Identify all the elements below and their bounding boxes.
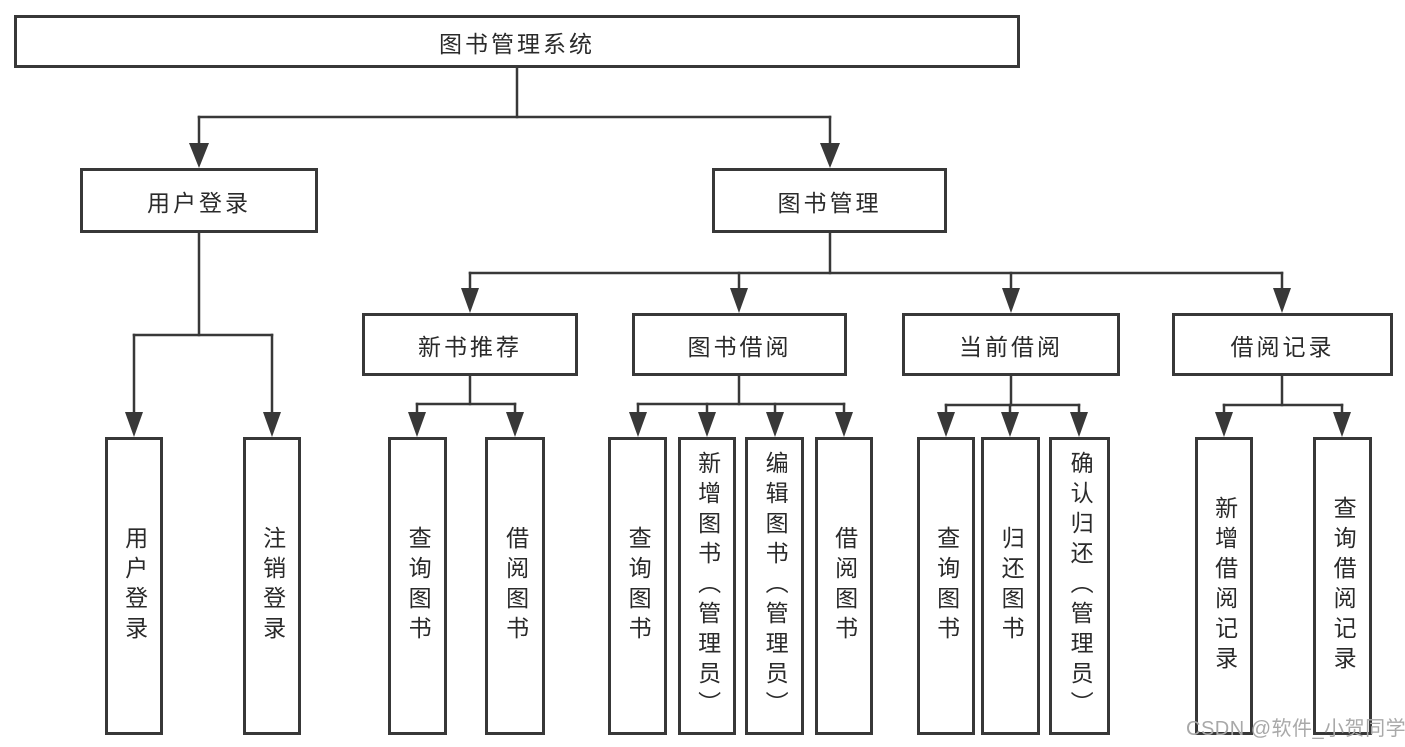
- leaf-borrow-books-recommend-label: 借阅图书: [502, 526, 529, 646]
- node-user-login: 用户登录: [80, 168, 318, 233]
- leaf-borrow-books-borrowing: 借阅图书: [815, 437, 873, 735]
- node-new-book-recommendation-label: 新书推荐: [418, 333, 522, 360]
- leaf-add-borrow-record-label: 新增借阅记录: [1211, 496, 1238, 676]
- branch-new-book-recommendation: [408, 374, 524, 437]
- node-current-borrowing: 当前借阅: [902, 313, 1120, 376]
- node-book-borrowing: 图书借阅: [632, 313, 847, 376]
- branch-borrowing-records: [1215, 374, 1351, 437]
- leaf-edit-books-admin: 编辑图书（管理员）: [745, 437, 804, 735]
- node-new-book-recommendation: 新书推荐: [362, 313, 578, 376]
- leaf-query-books-recommend: 查询图书: [388, 437, 447, 735]
- node-book-management-label: 图书管理: [777, 189, 882, 216]
- branch-book-borrowing: [629, 374, 853, 437]
- leaf-return-books: 归还图书: [981, 437, 1040, 735]
- leaf-return-books-label: 归还图书: [998, 526, 1025, 646]
- branch-user-login: [125, 231, 281, 437]
- node-user-login-label: 用户登录: [147, 189, 251, 216]
- node-borrowing-records: 借阅记录: [1172, 313, 1393, 376]
- node-library-management-system-label: 图书管理系统: [439, 30, 595, 57]
- leaf-add-books-admin: 新增图书（管理员）: [678, 437, 736, 735]
- leaf-query-borrow-record-label: 查询借阅记录: [1330, 496, 1357, 676]
- leaf-query-borrow-record: 查询借阅记录: [1313, 437, 1372, 735]
- csdn-watermark: CSDN @软件_小贺同学: [1186, 718, 1405, 740]
- leaf-confirm-return-admin: 确认归还（管理员）: [1049, 437, 1110, 735]
- node-book-management: 图书管理: [712, 168, 947, 233]
- leaf-borrow-books-recommend: 借阅图书: [485, 437, 545, 735]
- leaf-user-login-label: 用户登录: [121, 526, 148, 646]
- leaf-add-books-admin-label: 新增图书（管理员）: [694, 451, 721, 721]
- leaf-add-borrow-record: 新增借阅记录: [1195, 437, 1253, 735]
- branch-book-management: [461, 231, 1291, 313]
- branch-current-borrowing: [937, 374, 1088, 437]
- node-current-borrowing-label: 当前借阅: [959, 333, 1063, 360]
- leaf-edit-books-admin-label: 编辑图书（管理员）: [762, 451, 789, 721]
- leaf-logout-login: 注销登录: [243, 437, 301, 735]
- leaf-confirm-return-admin-label: 确认归还（管理员）: [1067, 451, 1094, 721]
- leaf-query-books-current: 查询图书: [917, 437, 975, 735]
- leaf-user-login: 用户登录: [105, 437, 163, 735]
- leaf-query-books-borrowing-label: 查询图书: [625, 526, 652, 646]
- node-book-borrowing-label: 图书借阅: [687, 333, 792, 360]
- leaf-query-books-borrowing: 查询图书: [608, 437, 667, 735]
- leaf-borrow-books-borrowing-label: 借阅图书: [831, 526, 858, 646]
- leaf-logout-login-label: 注销登录: [259, 526, 286, 646]
- leaf-query-books-recommend-label: 查询图书: [405, 526, 432, 646]
- node-borrowing-records-label: 借阅记录: [1230, 333, 1335, 360]
- node-library-management-system: 图书管理系统: [14, 15, 1020, 68]
- branch-root: [189, 65, 840, 168]
- leaf-query-books-current-label: 查询图书: [933, 526, 960, 646]
